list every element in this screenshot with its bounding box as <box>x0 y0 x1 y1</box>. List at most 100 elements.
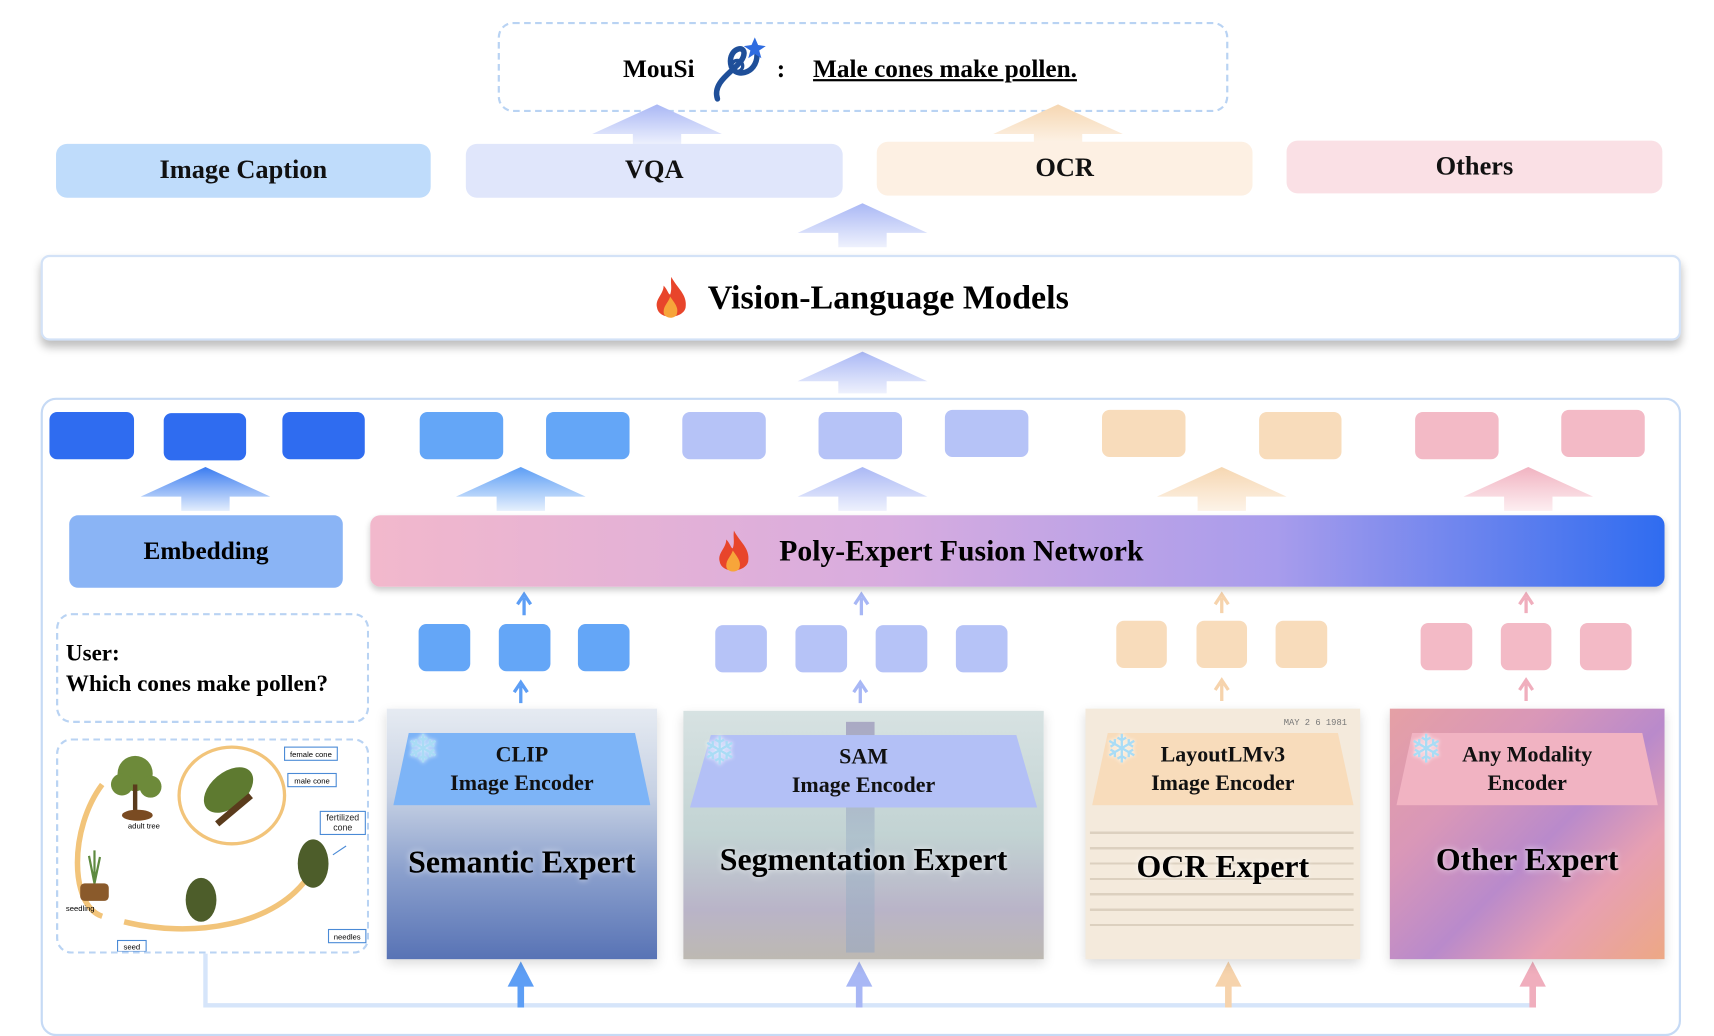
label-seedling: seedling <box>66 904 95 913</box>
snowflake-icon: ❄ <box>1409 727 1443 772</box>
document-text-lines <box>1089 818 1354 940</box>
arrow-fusion-segmentation-up <box>797 466 928 511</box>
embedding-label: Embedding <box>143 537 269 565</box>
ocr-token <box>1259 412 1342 460</box>
encoder-type: Image Encoder <box>791 773 936 798</box>
small-arrow <box>1518 677 1535 701</box>
encoder-name: SAM <box>839 744 888 770</box>
ocr-token <box>1275 620 1328 669</box>
arrow-fusion-other-up <box>1463 466 1594 511</box>
fire-icon <box>719 530 749 571</box>
label-seed: seed <box>124 942 141 951</box>
task-label: VQA <box>624 156 684 185</box>
semantic-token <box>577 624 630 672</box>
small-arrow <box>516 591 533 616</box>
small-arrow <box>852 679 869 704</box>
task-label: Image Caption <box>159 156 328 185</box>
segmentation-token <box>795 625 848 673</box>
input-connector-line <box>203 953 1533 1008</box>
task-label: Others <box>1435 152 1514 181</box>
poly-expert-container <box>40 397 1682 1036</box>
other-token <box>1579 622 1632 671</box>
task-label: OCR <box>1035 153 1094 183</box>
model-name: MouSi <box>622 54 695 83</box>
other-token <box>1500 622 1552 671</box>
task-ocr: OCR <box>876 141 1253 196</box>
label-needles: needles <box>334 932 361 941</box>
vlm-label: Vision-Language Models <box>707 277 1069 317</box>
label-male-cone: male cone <box>294 776 329 785</box>
any-modality-encoder: Any Modality Encoder <box>1396 732 1658 806</box>
small-arrow <box>1213 677 1230 701</box>
mousi-logo-icon <box>713 37 766 102</box>
small-arrow <box>512 679 529 704</box>
encoder-name: LayoutLMv3 <box>1160 742 1286 767</box>
encoder-type: Image Encoder <box>1151 771 1295 796</box>
task-others: Others <box>1286 140 1663 194</box>
embedding-token <box>282 412 365 460</box>
encoder-type: Encoder <box>1487 771 1567 796</box>
user-label: User: <box>65 639 120 666</box>
ocr-token <box>1196 620 1248 669</box>
ocr-expert-panel: MAY 2 6 1981 LayoutLMv3 Image Encoder ❄ … <box>1085 708 1361 960</box>
expert-title: Other Expert <box>1435 842 1619 878</box>
embedding-token <box>163 413 247 461</box>
snowflake-icon: ❄ <box>1105 727 1139 772</box>
snowflake-icon: ❄ <box>406 727 440 772</box>
encoder-type: Image Encoder <box>450 771 594 796</box>
other-token <box>1561 409 1645 458</box>
encoder-name: CLIP <box>495 742 549 767</box>
expert-title: OCR Expert <box>1136 849 1310 885</box>
segmentation-token <box>944 409 1029 458</box>
clip-image-encoder: CLIP Image Encoder <box>393 732 651 806</box>
small-arrow <box>1518 591 1535 614</box>
fusion-label: Poly-Expert Fusion Network <box>779 533 1144 567</box>
user-question: Which cones make pollen? <box>65 670 329 697</box>
other-expert-panel: Any Modality Encoder ❄ Other Expert <box>1389 708 1665 960</box>
input-arrow-semantic <box>507 961 534 1008</box>
label-female-cone: female cone <box>290 750 332 759</box>
input-arrow-segmentation <box>845 961 873 1008</box>
output-box: MouSi : Male cones make pollen. <box>497 21 1229 113</box>
arrow-vlm-to-tasks <box>797 203 928 248</box>
expert-title: Segmentation Expert <box>719 842 1008 878</box>
separator: : <box>776 54 786 83</box>
arrow-fusion-ocr-up <box>1156 466 1287 511</box>
small-arrow <box>1213 591 1230 614</box>
input-arrow-other <box>1519 961 1546 1008</box>
other-token <box>1420 622 1473 671</box>
segmentation-token <box>682 412 766 460</box>
poly-expert-fusion-network: Poly-Expert Fusion Network <box>370 515 1665 587</box>
answer-text: Male cones make pollen. <box>813 54 1077 83</box>
segmentation-token <box>818 412 903 460</box>
embedding-token <box>49 412 135 460</box>
label-adult-tree: adult tree <box>128 821 160 830</box>
label-fertilized-cone: fertilized cone <box>319 810 366 836</box>
arrow-fusion-semantic-up <box>455 466 586 511</box>
layoutlmv3-image-encoder: LayoutLMv3 Image Encoder <box>1092 732 1354 806</box>
arrow-ocr-to-output <box>993 104 1123 146</box>
semantic-token <box>419 412 504 460</box>
encoder-name: Any Modality <box>1462 742 1593 767</box>
vlm-box: Vision-Language Models <box>40 254 1682 341</box>
semantic-token <box>418 624 471 672</box>
segmentation-token <box>715 625 767 673</box>
segmentation-token <box>955 625 1008 673</box>
ocr-token <box>1101 409 1186 458</box>
document-date: MAY 2 6 1981 <box>1283 718 1348 729</box>
snowflake-icon: ❄ <box>703 729 737 774</box>
embedding-box: Embedding <box>69 515 343 588</box>
task-vqa: VQA <box>465 143 843 198</box>
semantic-token <box>546 412 630 460</box>
task-image-caption: Image Caption <box>56 143 431 198</box>
arrow-vqa-to-output <box>592 104 722 146</box>
ocr-token <box>1116 620 1167 669</box>
segmentation-expert-panel: SAM Image Encoder ❄ Segmentation Expert <box>683 710 1044 960</box>
fire-icon <box>656 276 687 318</box>
semantic-token <box>498 624 551 672</box>
sam-image-encoder: SAM Image Encoder <box>689 735 1038 808</box>
semantic-expert-panel: CLIP Image Encoder ❄ Semantic Expert <box>386 708 658 960</box>
user-question-box: User: Which cones make pollen? <box>56 613 370 723</box>
other-token <box>1415 412 1499 460</box>
